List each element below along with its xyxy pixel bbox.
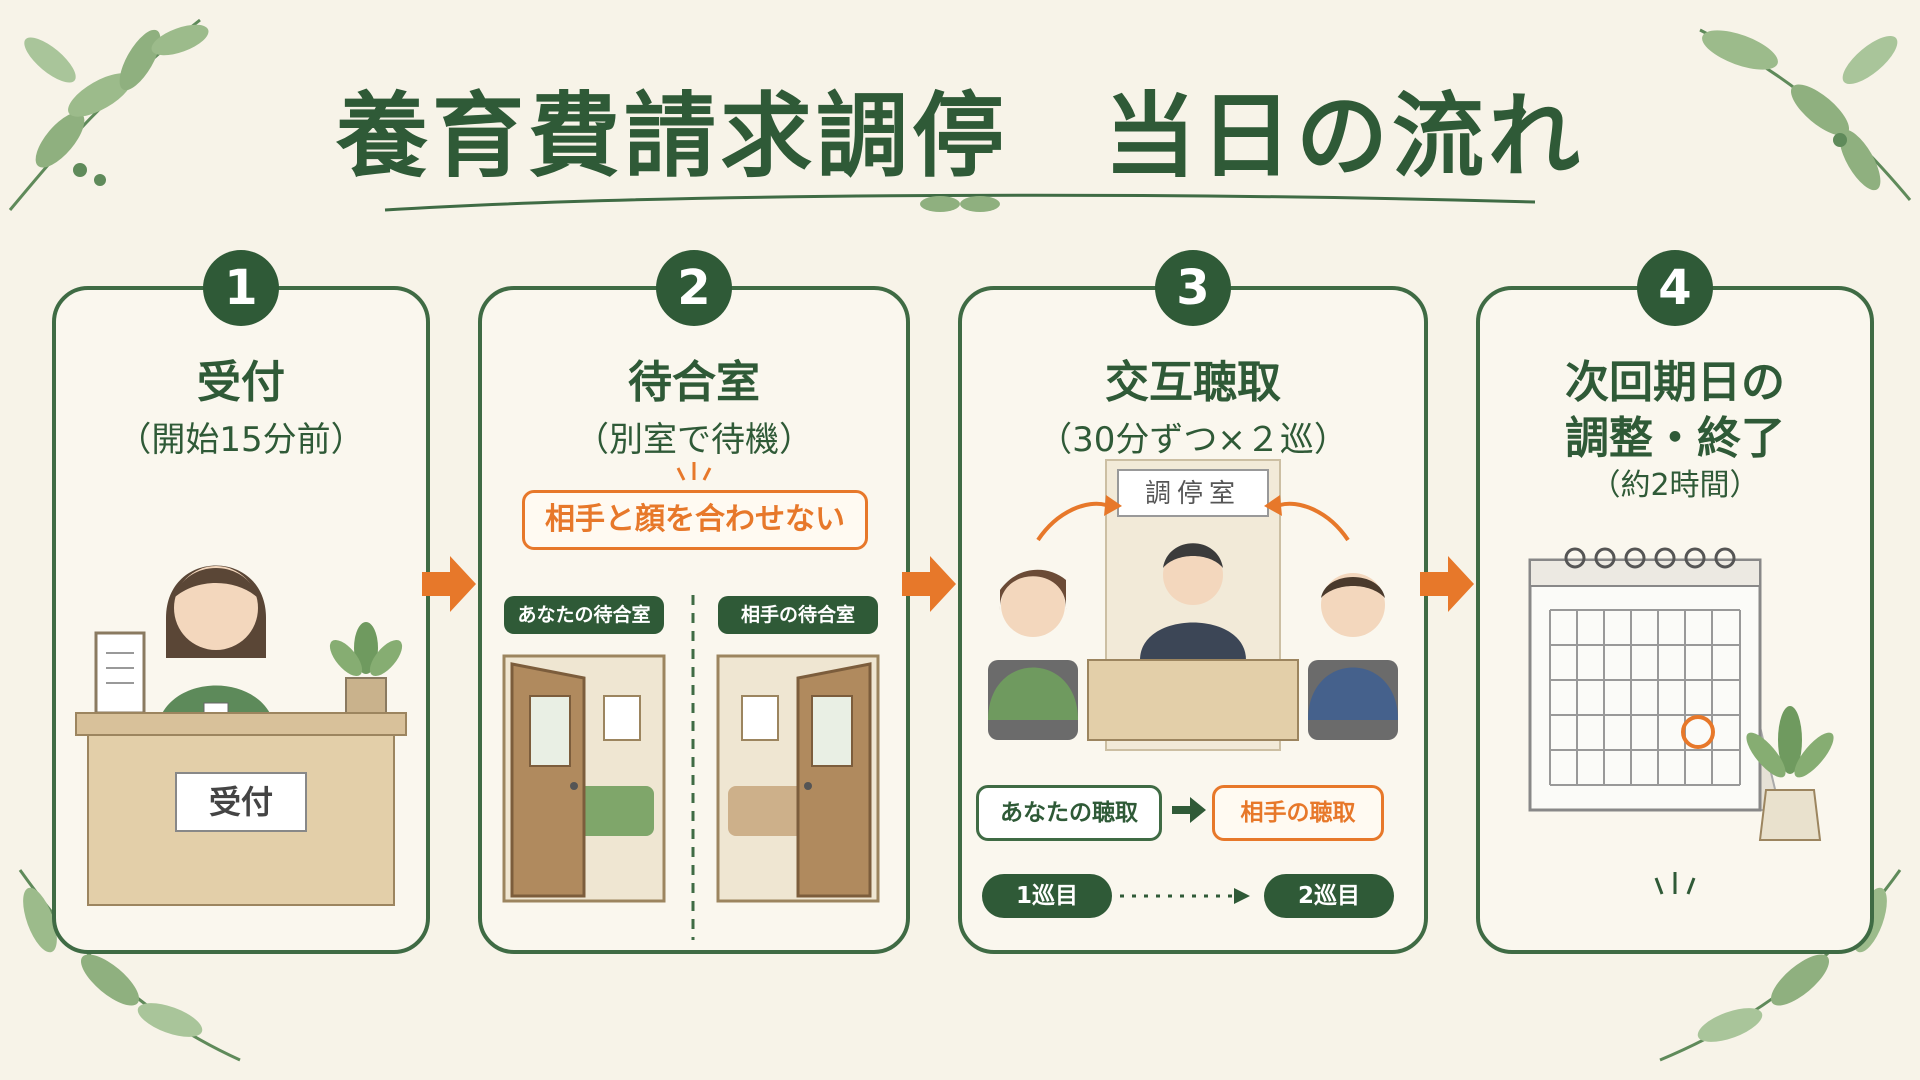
step-title: 受付	[56, 346, 426, 410]
door-icon	[504, 656, 664, 901]
arrow-right-icon	[1420, 556, 1474, 612]
your-hearing-label: あなたの聴取	[976, 785, 1162, 841]
your-waiting-room-label: あなたの待合室	[504, 596, 664, 634]
step-card-3: 3 交互聴取 （30分ずつ×２巡） 調停室 あなたの聴取 相手の聴取 1巡目 2…	[958, 286, 1428, 954]
step-subtitle: （30分ずつ×２巡）	[962, 412, 1424, 461]
step-subtitle: （開始15分前）	[56, 412, 426, 461]
step-number-badge: 3	[1155, 250, 1231, 326]
step-subtitle: （約2時間）	[1480, 460, 1870, 504]
step-title-line-1: 次回期日の	[1480, 346, 1870, 410]
step-number-badge: 4	[1637, 250, 1713, 326]
step-card-2: 2 待合室 （別室で待機） 相手と顔を合わせない あなたの待合室 相手の待合室	[478, 286, 910, 954]
desk-sign-text: 受付	[209, 783, 273, 821]
round-progress-arrow	[1116, 886, 1256, 906]
step-card-4: 4 次回期日の 調整・終了 （約2時間）	[1476, 286, 1874, 954]
round-1-pill: 1巡目	[982, 874, 1112, 918]
page-title: 養育費請求調停 当日の流れ	[0, 62, 1920, 195]
round-2-pill: 2巡目	[1264, 874, 1394, 918]
reception-illustration: 受付	[76, 508, 406, 928]
step-title-line-2: 調整・終了	[1480, 402, 1870, 466]
step-title: 交互聴取	[962, 346, 1424, 410]
title-underline	[380, 182, 1540, 222]
arrow-right-icon	[422, 556, 476, 612]
step-subtitle: （別室で待機）	[482, 412, 906, 461]
other-hearing-label: 相手の聴取	[1212, 785, 1384, 841]
calendar-icon	[1520, 540, 1840, 840]
door-icon	[718, 656, 878, 901]
arrow-right-icon	[902, 556, 956, 612]
room-divider	[691, 595, 695, 940]
step-title: 待合室	[482, 346, 906, 410]
attention-icon	[672, 462, 716, 486]
arrow-right-icon	[1172, 795, 1208, 825]
mediation-room-illustration: 調停室	[978, 460, 1408, 750]
step-card-1: 1 受付 （開始15分前） 受付	[52, 286, 430, 954]
other-waiting-room-label: 相手の待合室	[718, 596, 878, 634]
step-number-badge: 2	[656, 250, 732, 326]
step-number-badge: 1	[203, 250, 279, 326]
room-sign-text: 調停室	[1145, 479, 1241, 509]
no-contact-callout: 相手と顔を合わせない	[522, 490, 868, 550]
attention-icon	[1648, 872, 1702, 902]
